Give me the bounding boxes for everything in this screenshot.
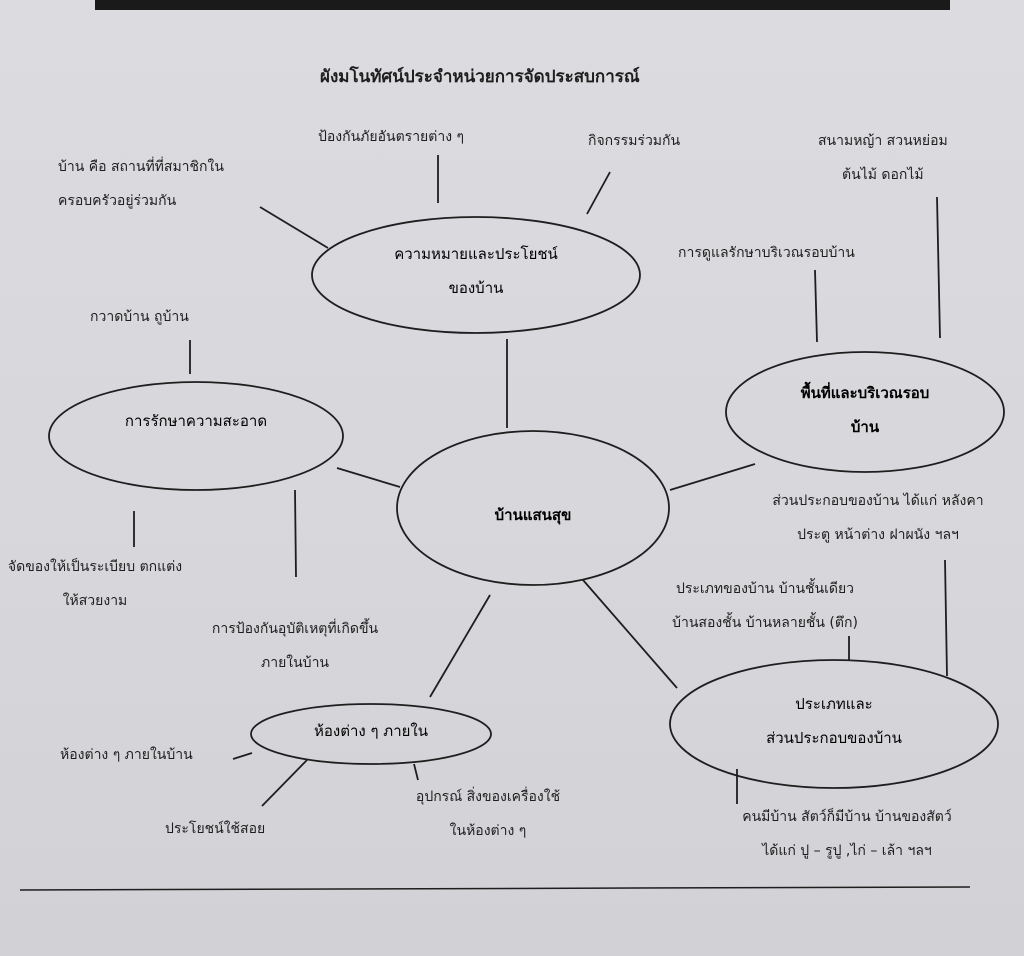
node-area: พื้นที่และบริเวณรอบ บ้าน: [745, 376, 985, 444]
label-organize-line2: ให้สวยงาม: [62, 593, 128, 609]
page-title: ผังมโนทัศน์ประจำหน่วยการจัดประสบการณ์: [320, 67, 640, 87]
label-activity-line1: กิจกรรมร่วมกัน: [588, 133, 681, 149]
label-rooms-in-house-line1: ห้องต่าง ๆ ภายในบ้าน: [60, 747, 193, 763]
label-components: ส่วนประกอบของบ้าน ได้แก่ หลังคา ประตู หน…: [733, 484, 1023, 552]
node-meaning-line1: ความหมายและประโยชน์: [394, 245, 558, 263]
label-animals-line2: ได้แก่ ปู – รูปู ,ไก่ – เล้า ฯลฯ: [762, 843, 932, 859]
label-animals: คนมีบ้าน สัตว์ก็มีบ้าน บ้านของสัตว์ ได้แ…: [712, 800, 982, 868]
label-equipment-line1: อุปกรณ์ สิ่งของเครื่องใช้: [415, 789, 561, 805]
label-care-line1: การดูแลรักษาบริเวณรอบบ้าน: [678, 245, 855, 261]
node-area-line1: พื้นที่และบริเวณรอบ: [800, 384, 930, 402]
label-activity: กิจกรรมร่วมกัน: [588, 124, 680, 158]
label-house-types-line1: ประเภทของบ้าน บ้านชั้นเดียว: [675, 581, 855, 597]
line-types-components: [944, 559, 948, 677]
label-lawn-line1: สนามหญ้า สวนหย่อม: [818, 133, 948, 149]
label-rooms-in-house: ห้องต่าง ๆ ภายในบ้าน: [60, 738, 193, 772]
label-organize-line1: จัดของให้เป็นระเบียบ ตกแต่ง: [7, 559, 183, 575]
node-types-ellipse: [669, 659, 999, 789]
label-care: การดูแลรักษาบริเวณรอบบ้าน: [678, 236, 855, 270]
node-rooms-ellipse: [250, 703, 492, 765]
label-lawn-line2: ต้นไม้ ดอกไม้: [842, 167, 924, 183]
line-meaning-activity: [586, 171, 611, 215]
node-types-line1: ประเภทและ: [795, 695, 873, 713]
node-meaning-ellipse: [311, 216, 641, 334]
label-protect-line1: ป้องกันภัยอันตรายต่าง ๆ: [318, 129, 465, 145]
label-equipment: อุปกรณ์ สิ่งของเครื่องใช้ ในห้องต่าง ๆ: [398, 780, 578, 848]
line-rooms-usage: [261, 759, 308, 807]
label-sweep-line1: กวาดบ้าน ถูบ้าน: [90, 309, 189, 325]
label-prevent-line2: ภายในบ้าน: [260, 655, 330, 671]
line-center-types: [582, 579, 678, 689]
label-house-types-line2: บ้านสองชั้น บ้านหลายชั้น (ตึก): [672, 615, 858, 631]
line-rooms-equipment: [413, 763, 419, 781]
node-center-label: บ้านแสนสุข: [494, 506, 572, 524]
node-rooms-line1: ห้องต่าง ๆ ภายใน: [314, 722, 428, 740]
node-center: บ้านแสนสุข: [433, 498, 633, 532]
label-lawn: สนามหญ้า สวนหย่อม ต้นไม้ ดอกไม้: [818, 124, 948, 192]
label-prevent: การป้องกันอุบัติเหตุที่เกิดขึ้น ภายในบ้า…: [200, 612, 390, 680]
node-area-line2: บ้าน: [850, 418, 880, 436]
node-rooms: ห้องต่าง ๆ ภายใน: [265, 714, 477, 748]
node-types: ประเภทและ ส่วนประกอบของบ้าน: [698, 687, 970, 755]
node-cleaning: การรักษาความสะอาด: [66, 404, 326, 438]
node-area-ellipse: [725, 351, 1005, 473]
label-animals-line1: คนมีบ้าน สัตว์ก็มีบ้าน บ้านของสัตว์: [742, 809, 952, 825]
label-organize: จัดของให้เป็นระเบียบ ตกแต่ง ให้สวยงาม: [0, 550, 190, 618]
node-center-ellipse: [396, 430, 670, 586]
label-home-def-line1: บ้าน คือ สถานที่ที่สมาชิกใน: [58, 159, 224, 175]
label-protect: ป้องกันภัยอันตรายต่าง ๆ: [318, 120, 464, 154]
node-meaning-line2: ของบ้าน: [448, 279, 504, 297]
line-meaning-homedef: [259, 206, 329, 249]
label-components-line1: ส่วนประกอบของบ้าน ได้แก่ หลังคา: [772, 493, 984, 509]
label-components-line2: ประตู หน้าต่าง ฝาผนัง ฯลฯ: [797, 527, 959, 543]
node-types-line2: ส่วนประกอบของบ้าน: [766, 729, 902, 747]
line-bottom-rule: [19, 886, 971, 891]
label-prevent-line1: การป้องกันอุบัติเหตุที่เกิดขึ้น: [211, 621, 379, 637]
line-center-cleaning: [336, 467, 401, 488]
top-border-bar: [95, 0, 950, 10]
line-center-area: [669, 463, 756, 491]
label-house-types: ประเภทของบ้าน บ้านชั้นเดียว บ้านสองชั้น …: [640, 572, 890, 640]
label-equipment-line2: ในห้องต่าง ๆ: [449, 823, 527, 839]
line-center-rooms: [429, 594, 491, 698]
label-usage: ประโยชน์ใช้สอย: [165, 812, 265, 846]
line-area-care: [814, 269, 818, 343]
label-sweep: กวาดบ้าน ถูบ้าน: [90, 300, 189, 334]
node-cleaning-line1: การรักษาความสะอาด: [124, 412, 268, 430]
node-cleaning-ellipse: [48, 381, 344, 491]
label-home-def: บ้าน คือ สถานที่ที่สมาชิกใน ครอบครัวอยู่…: [58, 150, 224, 218]
label-usage-line1: ประโยชน์ใช้สอย: [165, 821, 266, 837]
line-rooms-inhouse: [232, 752, 253, 760]
node-meaning: ความหมายและประโยชน์ ของบ้าน: [340, 237, 612, 305]
label-home-def-line2: ครอบครัวอยู่ร่วมกัน: [58, 193, 177, 209]
line-cleaning-prevent: [294, 489, 297, 578]
line-area-lawn: [936, 196, 941, 339]
